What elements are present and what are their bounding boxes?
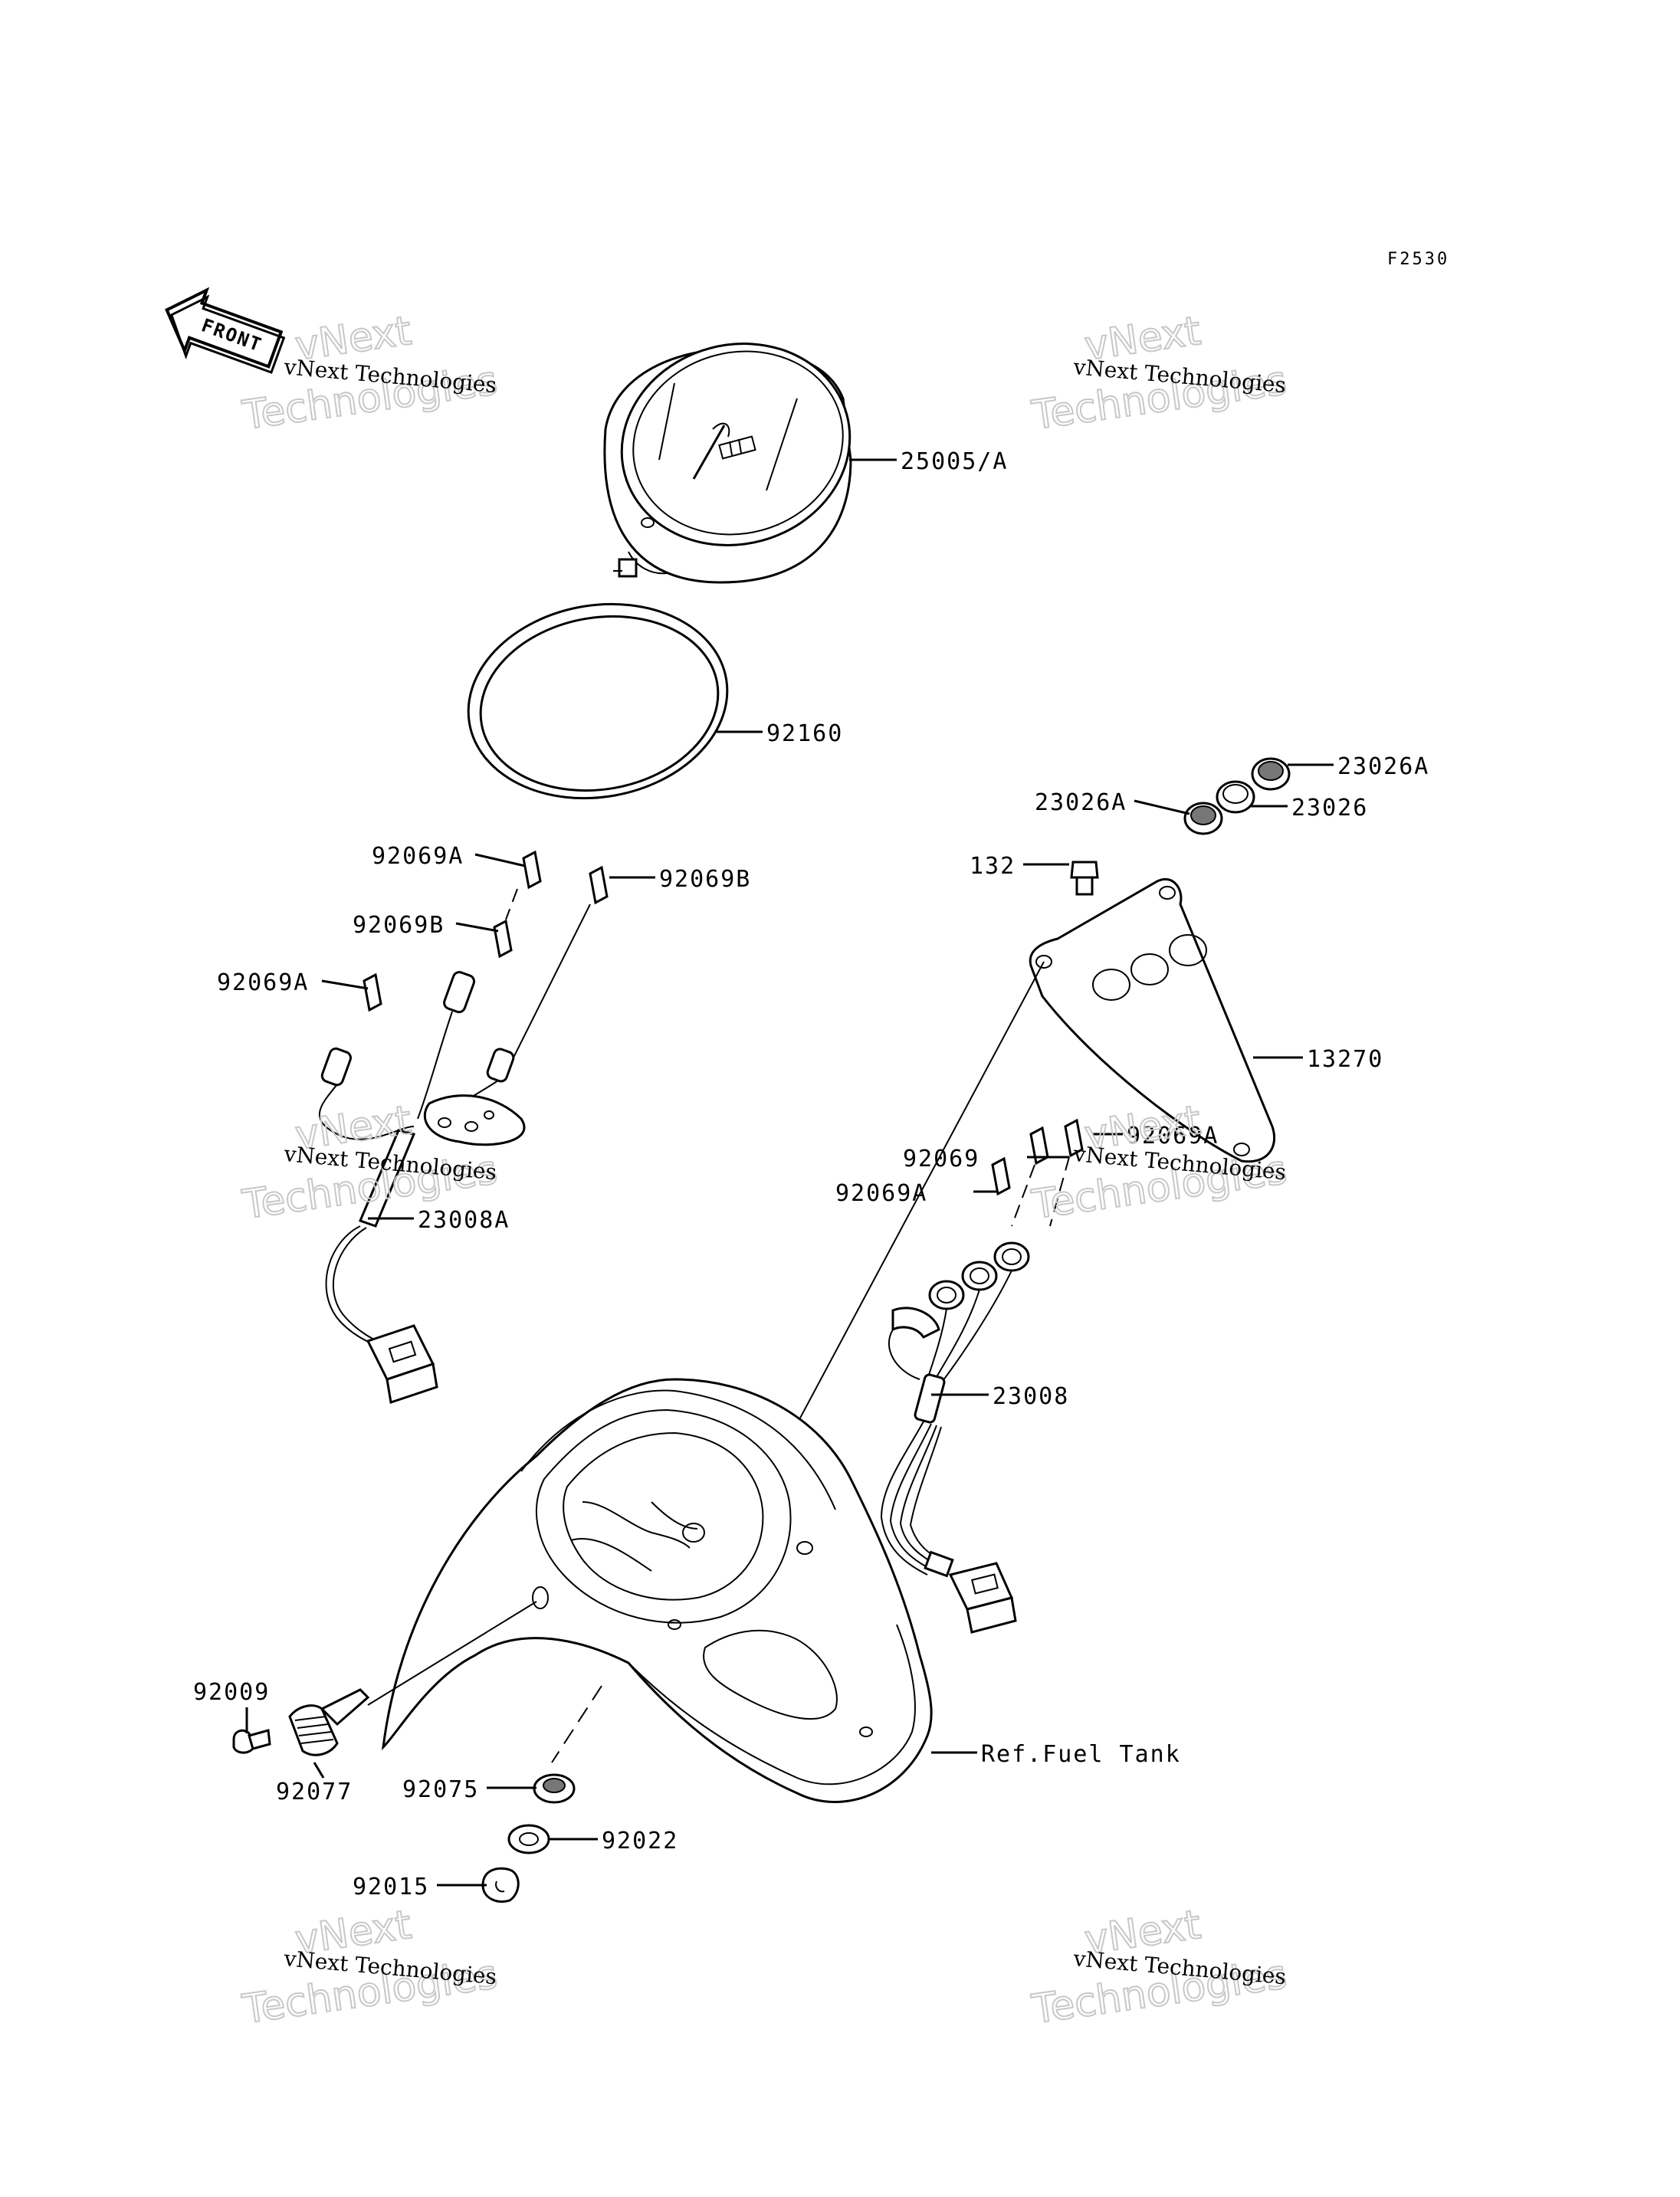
- label-92009: 92009: [193, 1679, 270, 1706]
- label-23008: 23008: [993, 1383, 1069, 1410]
- part-labels: 25005/A 92160 23026A 23026A 23026 132 92…: [193, 448, 1429, 1900]
- label-23026: 23026: [1291, 795, 1368, 821]
- label-23026a-left: 23026A: [1035, 789, 1127, 816]
- label-92022: 92022: [602, 1828, 678, 1854]
- label-92069a-1: 92069A: [372, 843, 464, 870]
- speedometer-drawing: [603, 343, 852, 584]
- indicator-caps-drawing: [1183, 757, 1291, 835]
- label-92069a-3: 92069A: [835, 1180, 927, 1207]
- right-harness-drawing: [880, 1118, 1084, 1634]
- label-13270: 13270: [1307, 1046, 1383, 1073]
- label-23008a: 23008A: [418, 1207, 510, 1234]
- label-92069a-2: 92069A: [217, 969, 309, 996]
- leader-lines: [245, 458, 1334, 1887]
- fuel-tank-cover-drawing: [367, 1378, 933, 1803]
- label-23026a-top: 23026A: [1337, 753, 1429, 780]
- front-arrow-icon: FRONT: [165, 287, 286, 374]
- label-92015: 92015: [353, 1874, 429, 1900]
- label-ref-fuel-tank: Ref.Fuel Tank: [981, 1741, 1181, 1768]
- label-92069: 92069: [903, 1146, 979, 1172]
- label-92075: 92075: [402, 1776, 479, 1803]
- label-92069b-1: 92069B: [659, 866, 751, 893]
- figure-code: F2530: [1387, 250, 1449, 269]
- left-harness-drawing: [319, 850, 609, 1404]
- label-92069b-2: 92069B: [353, 912, 445, 939]
- label-92069a-4: 92069A: [1127, 1123, 1219, 1149]
- label-132: 132: [970, 853, 1016, 880]
- label-92160: 92160: [766, 720, 843, 747]
- label-25005-a: 25005/A: [901, 448, 1008, 475]
- gasket-drawing: [467, 602, 729, 800]
- label-92077: 92077: [276, 1779, 353, 1805]
